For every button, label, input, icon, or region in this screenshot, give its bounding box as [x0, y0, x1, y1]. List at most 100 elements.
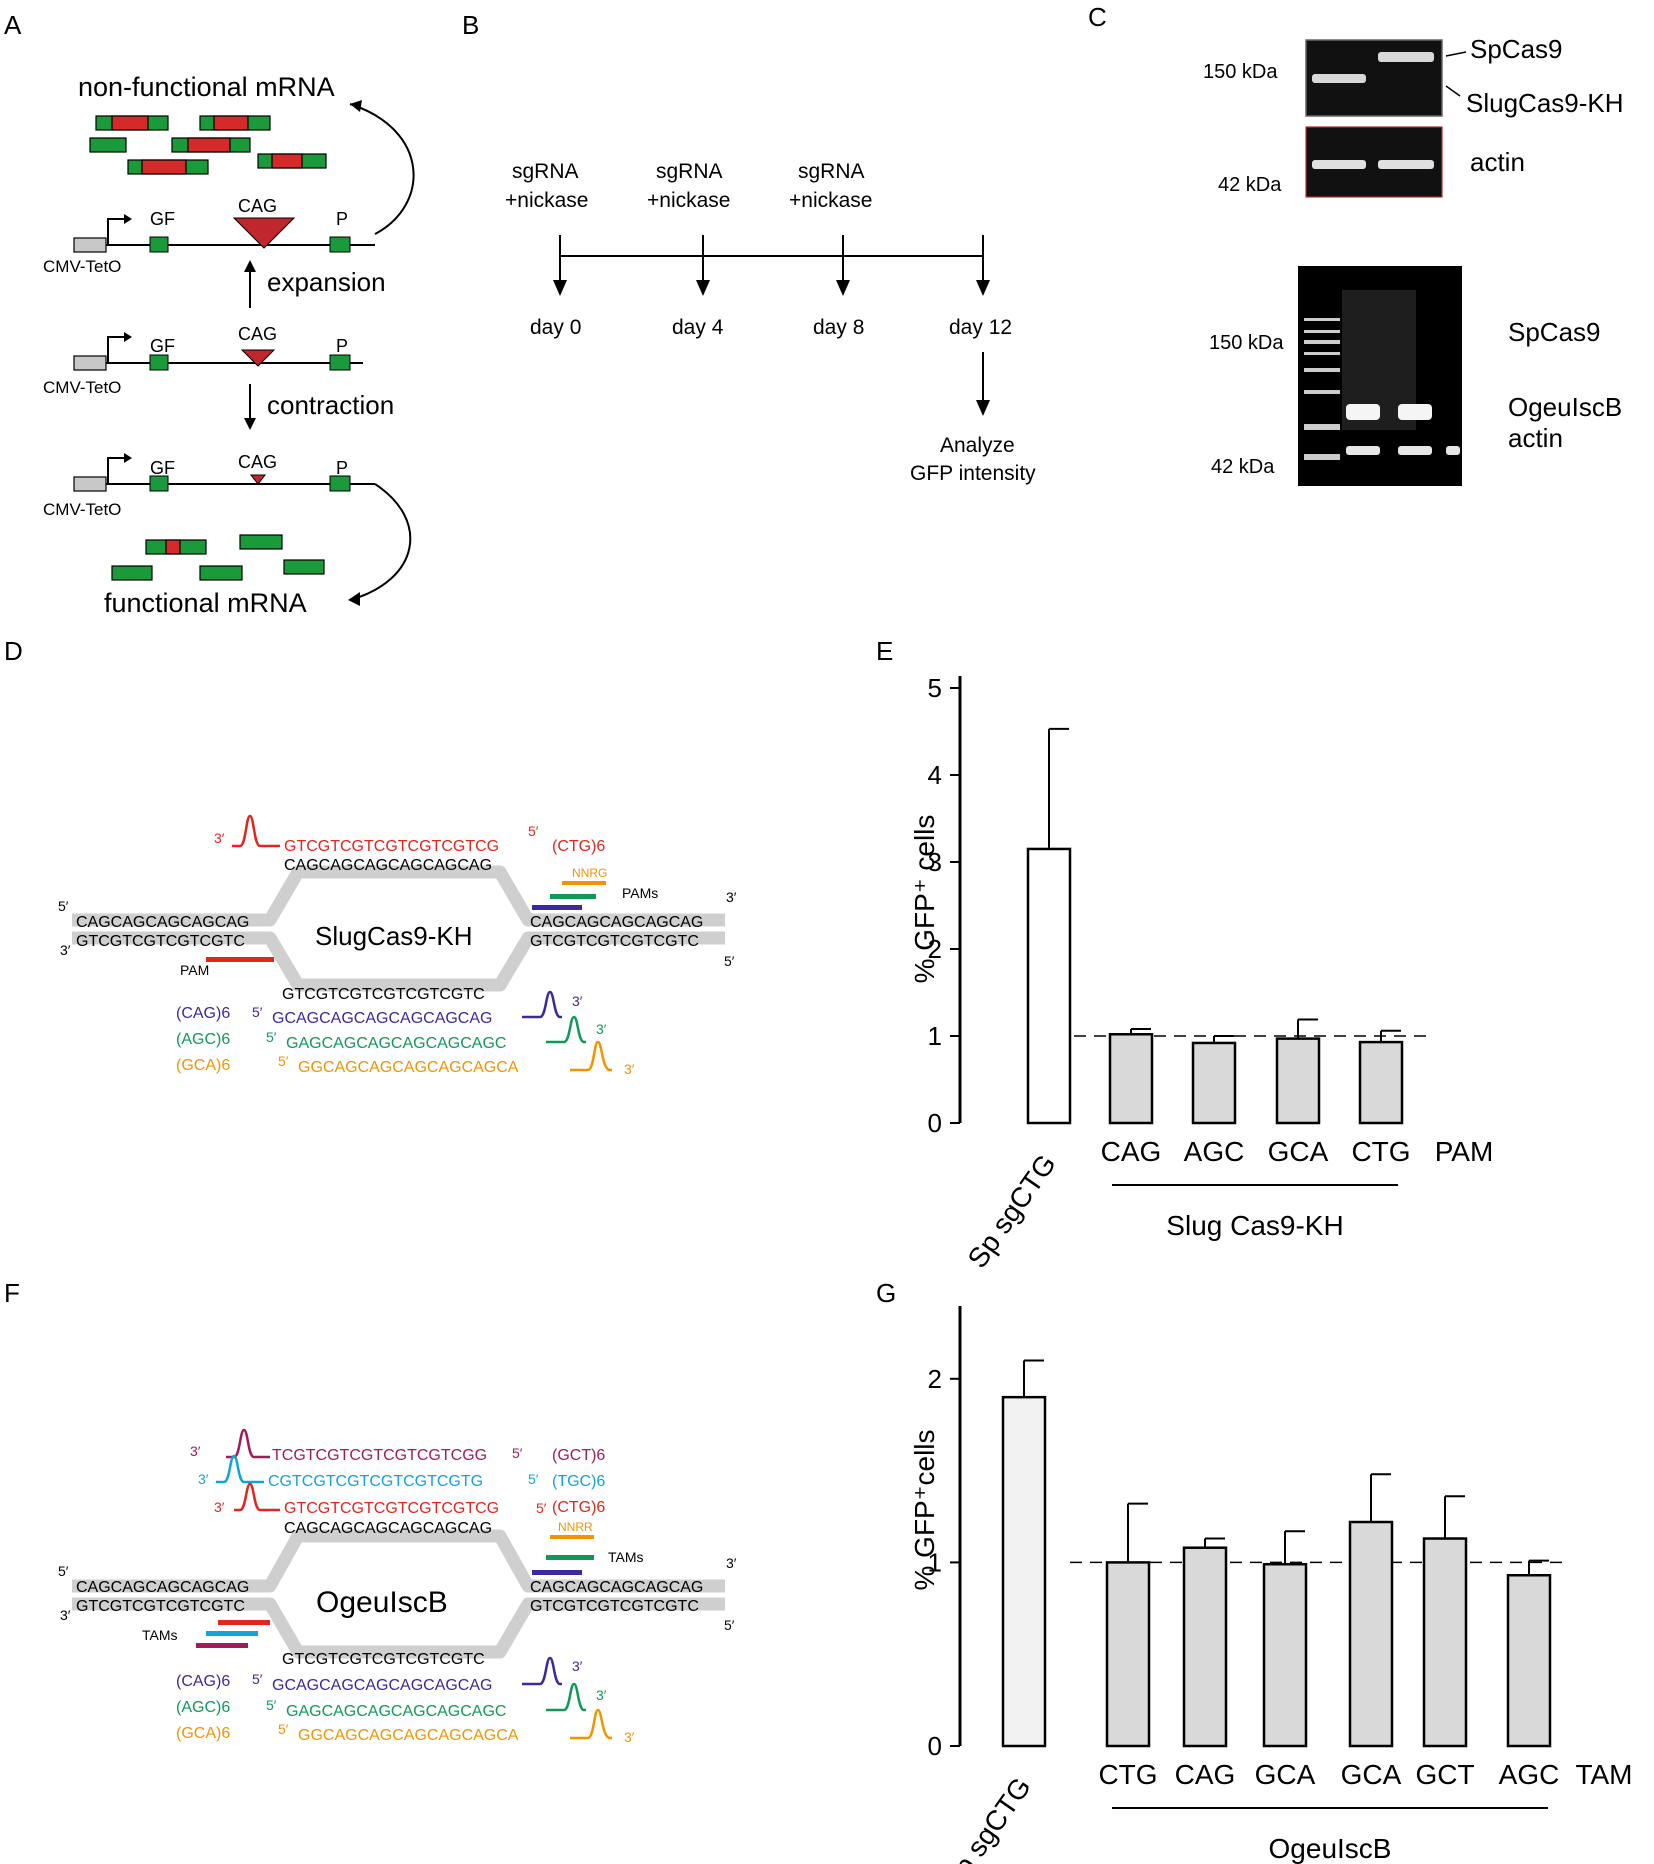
treatment-4: sgRNA +nickase — [647, 160, 730, 212]
svg-text:(CTG)6: (CTG)6 — [552, 838, 605, 855]
svg-text:GAGCAGCAGCAGCAGCAGC: GAGCAGCAGCAGCAGCAGC — [286, 1035, 506, 1052]
day-0-label: day 0 — [530, 316, 581, 339]
svg-text:3′: 3′ — [214, 830, 225, 846]
pam-bar — [550, 894, 596, 899]
dna-left-bottom: GTCGTCGTCGTCGTC — [76, 933, 245, 950]
cag-repeat-small-icon — [249, 474, 267, 485]
top-guide-ctg: 3′ GTCGTCGTCGTCGTCGTCG 5′ (CTG)6 — [214, 1482, 605, 1517]
p-label: P — [336, 458, 348, 478]
svg-text:3′: 3′ — [572, 1658, 583, 1674]
svg-text:CGTCGTCGTCGTCGTCGTG: CGTCGTCGTCGTCGTCGTG — [268, 1473, 483, 1490]
group-label: OgeuIscB — [1269, 1833, 1392, 1864]
dna-right-top: CAGCAGCAGCAGCAG — [530, 1579, 703, 1596]
western-blot-2: 150 kDa 42 kDa SpCas9 OgeuIscB actin — [1209, 266, 1622, 486]
mrna-cluster-bottom — [111, 534, 325, 581]
svg-text:3′: 3′ — [624, 1729, 635, 1745]
bar — [1348, 1520, 1394, 1748]
dna-right-top: CAGCAGCAGCAGCAG — [530, 914, 703, 931]
top-guide-ctg: 3′ GTCGTCGTCGTCGTCGTCG 5′ (CTG)6 — [214, 814, 605, 855]
treatment-0: sgRNA +nickase — [505, 160, 588, 212]
pam-bar — [532, 905, 582, 910]
slugcas9-kh-label: SlugCas9-KH — [1466, 88, 1624, 118]
bottom-guide-gca: (GCA)6 5′ GGCAGCAGCAGCAGCAGCA 3′ — [176, 1040, 635, 1077]
svg-text:3′: 3′ — [214, 1499, 225, 1515]
bar — [1182, 1546, 1228, 1748]
tam-bar — [532, 1570, 582, 1575]
svg-text:+nickase: +nickase — [789, 189, 872, 212]
svg-text:(AGC)6: (AGC)6 — [176, 1699, 230, 1716]
svg-text:+nickase: +nickase — [647, 189, 730, 212]
nnrr-label: NNRR — [558, 1520, 593, 1534]
nonfunctional-mrna-label: non-functional mRNA — [78, 72, 335, 102]
svg-text:GGCAGCAGCAGCAGCAGCA: GGCAGCAGCAGCAGCAGCA — [298, 1059, 519, 1076]
marker-42: 42 kDa — [1218, 174, 1282, 196]
pam-bar — [206, 957, 274, 962]
svg-text:5′: 5′ — [528, 1471, 539, 1487]
svg-text:(AGC)6: (AGC)6 — [176, 1031, 230, 1048]
svg-text:5′: 5′ — [278, 1721, 289, 1737]
five-prime: 5′ — [58, 898, 69, 914]
bar — [1191, 1041, 1237, 1125]
svg-text:GAGCAGCAGCAGCAGCAGC: GAGCAGCAGCAGCAGCAGC — [286, 1703, 506, 1720]
dna-bottom-bubble: GTCGTCGTCGTCGTCGTC — [282, 1651, 485, 1668]
x-tick-label: Sp sgCTG — [937, 1772, 1037, 1864]
gf-label: GF — [150, 336, 175, 356]
bottom-guide-agc: (AGC)6 5′ GAGCAGCAGCAGCAGCAGC 3′ — [176, 1682, 607, 1720]
functional-mrna-label: functional mRNA — [104, 588, 307, 618]
bottom-guide-agc: (AGC)6 5′ GAGCAGCAGCAGCAGCAGC 3′ — [176, 1015, 607, 1052]
enzyme-label: OgeuIscB — [316, 1586, 448, 1619]
dna-top-bubble: CAGCAGCAGCAGCAGCAG — [284, 857, 492, 874]
y-tick-label: 0 — [928, 1108, 942, 1138]
tam-bar — [546, 1555, 594, 1560]
y-tick-label: 2 — [928, 934, 942, 964]
y-tick-label: 1 — [928, 1021, 942, 1051]
three-prime: 3′ — [726, 1555, 737, 1571]
three-prime: 3′ — [60, 1607, 71, 1623]
five-prime: 5′ — [724, 953, 735, 969]
pams-label: PAMs — [622, 885, 658, 901]
enzyme-label: SlugCas9-KH — [315, 921, 473, 951]
tams-label: TAMs — [142, 1627, 178, 1643]
bar — [1422, 1537, 1468, 1748]
x-tick-label: Sp sgCTG — [962, 1149, 1062, 1274]
contraction-label: contraction — [267, 390, 394, 420]
x-tick-label: AGC — [1499, 1759, 1560, 1790]
y-tick-label: 4 — [928, 760, 942, 790]
bar — [1275, 1037, 1321, 1125]
arrowhead-icon — [350, 100, 362, 112]
panel-letter-f: F — [4, 1278, 20, 1308]
x-tick-label: CAG — [1175, 1759, 1236, 1790]
svg-text:+nickase: +nickase — [505, 189, 588, 212]
bottom-guide-cag: (CAG)6 5′ GCAGCAGCAGCAGCAGCAG 3′ — [176, 1656, 583, 1694]
marker-150: 150 kDa — [1209, 332, 1284, 354]
mrna-cluster-top — [89, 115, 327, 175]
up-arrow-icon — [244, 260, 256, 272]
panel-letter-a: A — [4, 10, 22, 40]
x-tick-label: CTG — [1351, 1136, 1410, 1167]
top-guide-gct: 3′ TCGTCGTCGTCGTCGTCGG 5′ (GCT)6 — [190, 1428, 605, 1464]
bottom-guide-cag: (CAG)6 5′ GCAGCAGCAGCAGCAGCAG 3′ — [176, 990, 583, 1027]
marker-42: 42 kDa — [1211, 456, 1275, 478]
svg-text:5′: 5′ — [536, 1500, 547, 1516]
tam-bar — [196, 1643, 248, 1648]
arrow-to-nonfunctional — [349, 103, 415, 235]
svg-text:(CAG)6: (CAG)6 — [176, 1673, 230, 1690]
gfp-intensity-label: GFP intensity — [910, 462, 1036, 485]
svg-text:GCAGCAGCAGCAGCAGCAG: GCAGCAGCAGCAGCAGCAG — [272, 1677, 492, 1694]
dna-backbone — [72, 1529, 725, 1659]
y-axis-label: % GFP⁺ cells — [909, 815, 940, 984]
svg-text:(CAG)6: (CAG)6 — [176, 1005, 230, 1022]
p-label: P — [336, 209, 348, 229]
panel-letter-c: C — [1088, 2, 1107, 32]
treatment-8: sgRNA +nickase — [789, 160, 872, 212]
group-label: Slug Cas9-KH — [1166, 1210, 1343, 1241]
cag-label: CAG — [238, 452, 277, 472]
cag-label: CAG — [238, 196, 277, 216]
western-blot-1: 150 kDa 42 kDa SpCas9 SlugCas9-KH actin — [1203, 34, 1624, 198]
cag-repeat-large-icon — [232, 217, 296, 249]
bar — [1262, 1562, 1308, 1748]
panel-d: D CAGCAGCAGCAGCAG GTCGTCGTCGTCGTC CAGCAG… — [4, 636, 737, 1077]
panel-c: C 150 kDa 42 kDa SpCas9 SlugCas9-KH acti… — [1088, 2, 1624, 486]
five-prime: 5′ — [724, 1617, 735, 1633]
